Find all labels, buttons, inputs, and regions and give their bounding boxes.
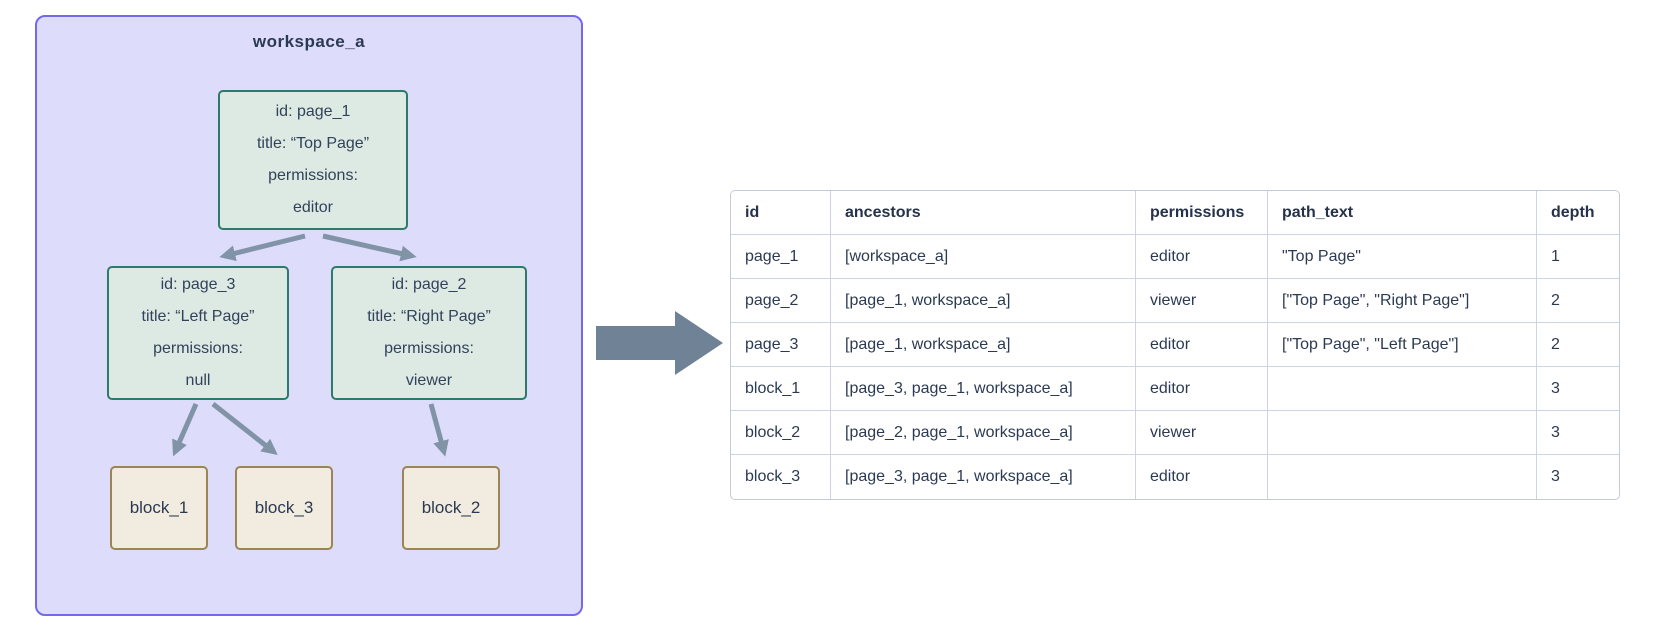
cell-permissions: viewer: [1136, 411, 1268, 455]
cell-permissions: editor: [1136, 235, 1268, 279]
node-line: title: “Right Page”: [367, 308, 491, 325]
cell-path-text: [1268, 455, 1537, 499]
column-header-depth: depth: [1537, 191, 1619, 235]
cell-id: page_1: [731, 235, 831, 279]
cell-ancestors: [page_3, page_1, workspace_a]: [831, 455, 1136, 499]
node-line: title: “Top Page”: [256, 135, 370, 152]
node-line: id: page_3: [160, 276, 236, 293]
node-line: editor: [292, 199, 334, 216]
cell-ancestors: [page_2, page_1, workspace_a]: [831, 411, 1136, 455]
node-line: id: page_2: [391, 276, 467, 293]
node-page-3: id: page_3 title: “Left Page” permission…: [107, 266, 289, 400]
node-line: id: page_1: [275, 103, 351, 120]
flow-arrow-icon: [596, 311, 723, 375]
result-table: id ancestors permissions path_text depth…: [730, 190, 1620, 500]
workspace-title: workspace_a: [252, 32, 366, 51]
node-block-2: block_2: [402, 466, 500, 550]
cell-permissions: viewer: [1136, 279, 1268, 323]
cell-id: block_3: [731, 455, 831, 499]
cell-ancestors: [page_3, page_1, workspace_a]: [831, 367, 1136, 411]
table-row: page_2 [page_1, workspace_a] viewer ["To…: [731, 279, 1619, 323]
column-header-id: id: [731, 191, 831, 235]
node-page-1: id: page_1 title: “Top Page” permissions…: [218, 90, 408, 230]
cell-depth: 3: [1551, 468, 1560, 485]
cell-path-text: [1268, 411, 1537, 455]
node-line: viewer: [405, 372, 453, 389]
node-page-2: id: page_2 title: “Right Page” permissio…: [331, 266, 527, 400]
table-header-row: id ancestors permissions path_text depth: [731, 191, 1619, 235]
cell-depth: 2: [1537, 323, 1619, 367]
node-line: title: “Left Page”: [141, 308, 255, 325]
node-line: null: [185, 372, 211, 389]
cell-id: block_2: [731, 411, 831, 455]
cell-depth: 2: [1537, 279, 1619, 323]
cell-ancestors: [page_1, workspace_a]: [831, 323, 1136, 367]
column-header-permissions: permissions: [1136, 191, 1268, 235]
cell-id: page_2: [731, 279, 831, 323]
table-row: block_3 [page_3, page_1, workspace_a] ed…: [731, 455, 1619, 499]
cell-ancestors: [workspace_a]: [831, 235, 1136, 279]
cell-permissions: editor: [1136, 323, 1268, 367]
node-line: permissions:: [153, 340, 243, 357]
node-line: permissions:: [384, 340, 474, 357]
cell-depth: 3: [1537, 367, 1619, 411]
cell-permissions: editor: [1136, 455, 1268, 499]
table-row: page_1 [workspace_a] editor "Top Page" 1: [731, 235, 1619, 279]
table-row: block_2 [page_2, page_1, workspace_a] vi…: [731, 411, 1619, 455]
table-row: page_3 [page_1, workspace_a] editor ["To…: [731, 323, 1619, 367]
cell-depth: 1: [1537, 235, 1619, 279]
cell-path-text: [1268, 367, 1537, 411]
table-row: block_1 [page_3, page_1, workspace_a] ed…: [731, 367, 1619, 411]
column-header-ancestors: ancestors: [831, 191, 1136, 235]
cell-depth: 3: [1537, 411, 1619, 455]
cell-path-text: ["Top Page", "Left Page"]: [1268, 323, 1537, 367]
cell-ancestors: [page_1, workspace_a]: [831, 279, 1136, 323]
node-block-1: block_1: [110, 466, 208, 550]
node-line: permissions:: [268, 167, 358, 184]
cell-id: page_3: [731, 323, 831, 367]
cell-id: block_1: [731, 367, 831, 411]
cell-path-text: "Top Page": [1268, 235, 1537, 279]
cell-path-text: ["Top Page", "Right Page"]: [1268, 279, 1537, 323]
cell-permissions: editor: [1136, 367, 1268, 411]
column-header-path-text: path_text: [1268, 191, 1537, 235]
node-block-3: block_3: [235, 466, 333, 550]
